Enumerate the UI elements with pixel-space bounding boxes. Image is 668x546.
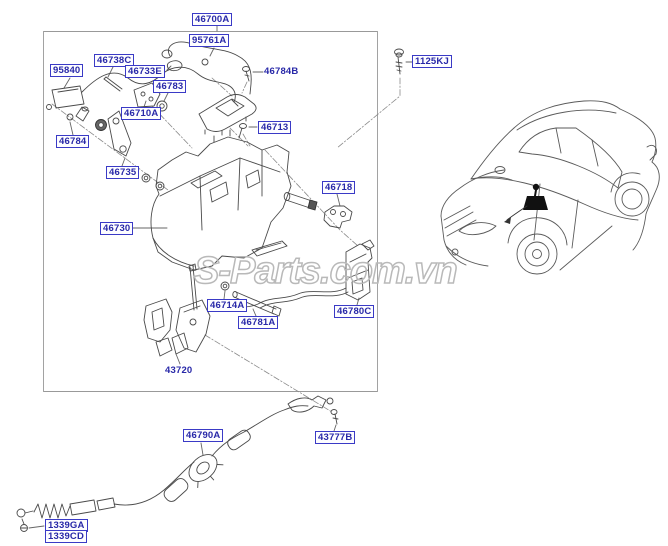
- part-drawing-pin: [76, 107, 89, 121]
- part-label-46714A[interactable]: 46714A: [207, 299, 248, 312]
- part-drawing-46735: [108, 111, 131, 156]
- part-drawing-46730: [151, 130, 291, 270]
- part-label-1339CD[interactable]: 1339CD: [45, 530, 88, 543]
- part-drawing-46783: [157, 101, 167, 111]
- part-label-95761A[interactable]: 95761A: [189, 34, 230, 47]
- part-drawing-95761A: [162, 42, 251, 94]
- part-label-1125KJ[interactable]: 1125KJ: [412, 55, 452, 68]
- part-drawing-bushing: [96, 120, 107, 131]
- part-label-46718[interactable]: 46718: [322, 181, 356, 194]
- part-drawing-1125KJ-bolt: [395, 49, 404, 74]
- part-drawing-46718: [324, 206, 352, 228]
- part-label-46781A[interactable]: 46781A: [238, 316, 279, 329]
- part-drawing-46738C: [104, 77, 122, 91]
- part-drawing-43777B-bolt: [331, 410, 338, 425]
- part-drawing-43720: [144, 264, 210, 356]
- diagram-frame: [44, 32, 378, 392]
- parts-drawings: [17, 42, 404, 532]
- part-drawing-46710A: [134, 83, 160, 107]
- part-label-46738C[interactable]: 46738C: [94, 54, 135, 67]
- part-drawing-46784B-bolt: [243, 67, 250, 82]
- part-drawing-strip: [252, 241, 287, 256]
- part-drawing-46780C: [346, 240, 374, 300]
- part-label-46700A[interactable]: 46700A: [192, 13, 233, 26]
- part-label-46730[interactable]: 46730: [100, 222, 134, 235]
- part-drawing-46733E: [167, 61, 182, 71]
- vehicle-illustration: [441, 101, 659, 274]
- part-label-46783[interactable]: 46783: [153, 80, 187, 93]
- part-drawing-46790A: [17, 396, 333, 518]
- part-label-46790A[interactable]: 46790A: [183, 429, 224, 442]
- part-label-46710A[interactable]: 46710A: [121, 107, 162, 120]
- part-label-46735[interactable]: 46735: [106, 166, 140, 179]
- part-drawing-46784: [67, 114, 73, 120]
- part-label-95840[interactable]: 95840: [50, 64, 84, 77]
- part-drawing-console-plate: [199, 95, 256, 136]
- part-label-46713[interactable]: 46713: [258, 121, 292, 134]
- part-label-43777B[interactable]: 43777B: [315, 431, 356, 444]
- part-drawing-solenoid: [284, 193, 317, 211]
- part-drawing-95840: [47, 67, 239, 109]
- part-drawing-actuator-cable: [234, 288, 348, 310]
- shift-lever-location-marker: [504, 183, 548, 224]
- part-label-46733E[interactable]: 46733E: [125, 65, 165, 78]
- part-drawing-washers: [142, 174, 164, 190]
- part-drawing-46714A: [221, 282, 229, 290]
- part-drawing-1339-fastener: [21, 519, 28, 532]
- part-label-46784[interactable]: 46784: [56, 135, 90, 148]
- part-label-46780C[interactable]: 46780C: [334, 305, 375, 318]
- part-label-43720[interactable]: 43720: [165, 365, 193, 376]
- part-label-46784B[interactable]: 46784B: [264, 66, 299, 77]
- part-drawing-46713-bolt: [239, 124, 247, 139]
